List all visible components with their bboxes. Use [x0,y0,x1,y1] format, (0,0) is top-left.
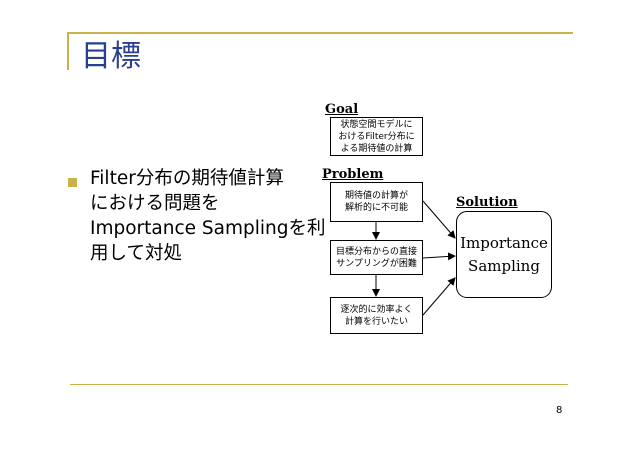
title-vertical-rule [67,32,69,70]
problem-box-2: 目標分布からの直接 サンプリングが困難 [330,240,423,275]
bullet-line: 用して対処 [90,243,182,264]
arrow-problem2-to-solution [422,252,456,261]
slide-title: 目標 [81,39,141,74]
page-number: 8 [556,405,563,416]
bullet-marker [68,178,77,187]
solution-box: Importance Sampling [456,211,552,298]
problem-box-line: サンプリングが困難 [336,258,417,269]
problem-label: Problem [322,167,384,182]
bullet-line: Importance Samplingを利 [90,218,326,239]
solution-label: Solution [456,195,518,210]
goal-box-line: 状態空間モデルに [340,119,413,130]
goal-box-line: おけるFilter分布に [338,131,415,142]
footer-rule [70,384,568,385]
arrow-problem3-to-solution [422,277,456,316]
problem-box-line: 逐次的に効率よく [340,304,413,315]
problem-box-line: 目標分布からの直接 [335,246,417,257]
problem-box-line: 解析的に不可能 [344,203,408,213]
bullet-line: における問題を [90,193,220,214]
bullet-line: Filter分布の期待値計算 [90,168,284,189]
goal-box: 状態空間モデルに おけるFilter分布に よる期待値の計算 [330,117,423,156]
arrow-problem1-to-solution [422,200,456,239]
problem-box-1: 期待値の計算が 解析的に不可能 [330,182,423,222]
problem-box-line: 計算を行いたい [344,316,408,327]
solution-box-line: Sampling [468,256,540,275]
title-horizontal-rule [67,32,573,34]
goal-box-line: よる期待値の計算 [340,143,413,154]
problem-box-3: 逐次的に効率よく 計算を行いたい [330,297,423,334]
problem-box-line: 期待値の計算が [344,191,408,201]
goal-label: Goal [325,102,359,117]
solution-box-line: Importance [460,233,548,252]
bullet-text: Filter分布の期待値計算 における問題を Importance Sampli… [90,166,326,266]
